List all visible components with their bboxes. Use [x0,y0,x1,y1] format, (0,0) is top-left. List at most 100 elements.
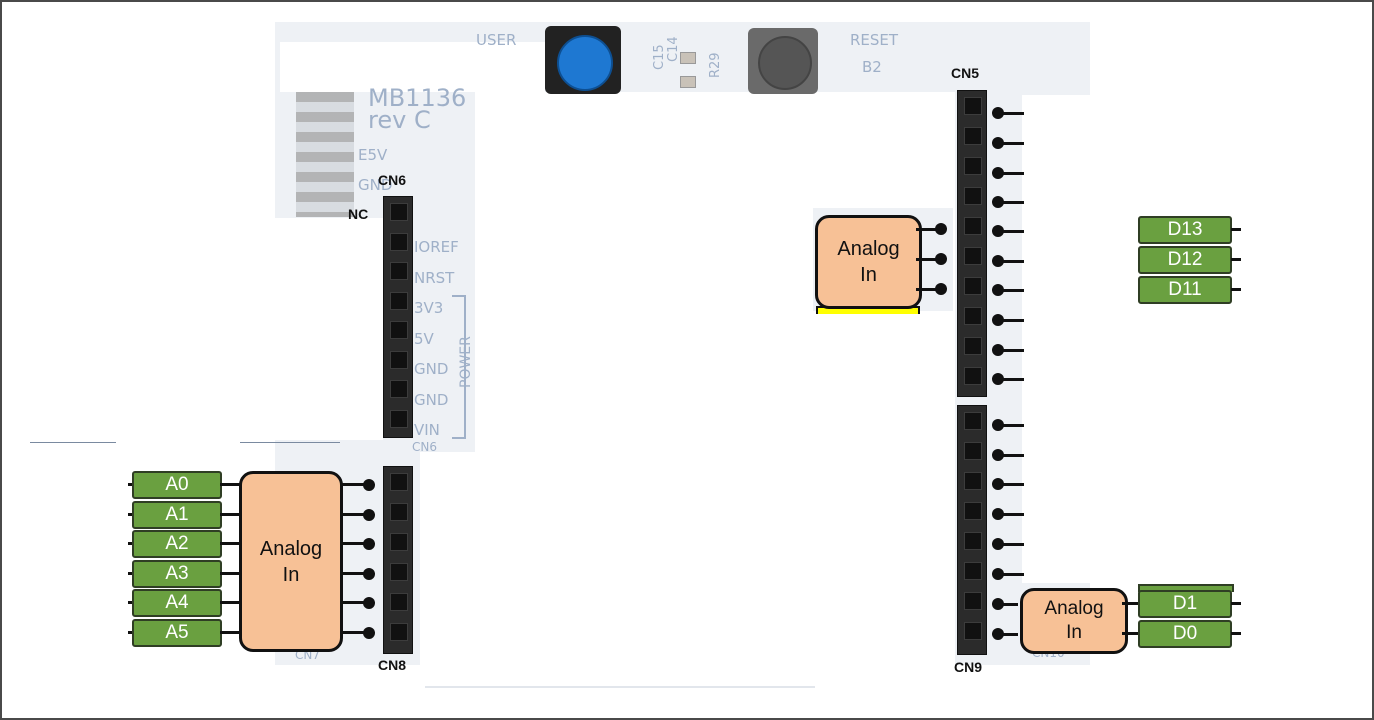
wire [220,631,240,634]
reset-button-cap[interactable] [758,36,812,90]
cn6-sublabel: CN6 [412,440,437,454]
cn5-label: CN5 [951,65,979,81]
header-pin [964,247,982,265]
header-pin [964,592,982,610]
nrst-label: NRST [414,263,459,294]
bottom-shadow-line [425,686,815,688]
cn8-header [383,466,413,654]
analog-in-block-left: Analog In [239,471,343,652]
header-pin [964,472,982,490]
analog-in-label-line1: Analog [260,536,322,562]
user-button[interactable] [545,26,621,94]
header-pin [964,442,982,460]
wire [1000,142,1024,145]
header-pin [390,533,408,551]
cn6-header [383,196,413,438]
header-pin [964,562,982,580]
led-component [680,52,696,64]
header-pin [964,412,982,430]
analog-in-label-line2: In [860,262,877,288]
pin-dot [363,509,375,521]
header-pin [390,473,408,491]
header-pin [964,127,982,145]
wire-stub [1231,602,1241,605]
user-label: USER [476,31,516,49]
header-pin [964,277,982,295]
header-pin [964,307,982,325]
analog-in-label-line2: In [283,562,300,588]
pin-dot [363,538,375,550]
wire [1000,543,1024,546]
header-pin [390,593,408,611]
header-pin [390,563,408,581]
board-left-white-cut [275,218,383,440]
header-pin [964,217,982,235]
wire [1122,602,1138,605]
pin-dot [363,479,375,491]
wire [220,572,240,575]
header-pin [964,157,982,175]
header-pin [390,503,408,521]
pin-label-a3: A3 [132,560,222,588]
pin-dot [363,627,375,639]
wire [1000,483,1024,486]
analog-in-label-line1: Analog [1044,597,1103,621]
nc-label: NC [348,206,368,222]
reset-label: RESET [850,31,898,49]
header-pin [964,97,982,115]
reset-button[interactable] [748,28,818,94]
pin-label-d11: D11 [1138,276,1232,304]
led-component [680,76,696,88]
header-pin [964,532,982,550]
header-pin [964,187,982,205]
wire [1000,172,1024,175]
pin-label-d0: D0 [1138,620,1232,648]
wire [1000,378,1024,381]
cn5-header [957,90,987,397]
wire [1000,573,1024,576]
header-pin [964,502,982,520]
b2-label: B2 [862,58,882,76]
wire [1000,112,1024,115]
wire-stub [1231,228,1241,231]
header-pin [390,233,408,251]
divider-line [240,442,340,443]
header-pin [964,337,982,355]
wire [1000,454,1024,457]
analog-in-block-right-bottom: Analog In [1020,588,1128,654]
cap-label-r29: R29 [708,52,723,78]
wire-stub [1231,632,1241,635]
wire [1000,633,1018,636]
wire [220,483,240,486]
header-pin [390,292,408,310]
cn9-label: CN9 [954,659,982,675]
pin-dot [363,597,375,609]
power-label: POWER [458,336,474,388]
wire [1122,632,1138,635]
header-pin [390,262,408,280]
header-pin [964,622,982,640]
pin-label-a0: A0 [132,471,222,499]
header-pin [964,367,982,385]
pin-label-a4: A4 [132,589,222,617]
board-right-white-patch [1022,95,1132,583]
pin-label-a5: A5 [132,619,222,647]
wire [1000,230,1024,233]
analog-in-block-right-top: Analog In [815,215,922,309]
wire [220,601,240,604]
header-pin [390,623,408,641]
pin-label-d12: D12 [1138,246,1232,274]
pin-label-a2: A2 [132,530,222,558]
wire [1000,201,1024,204]
cap-label-c14: C14 [666,36,681,62]
wire [1000,319,1024,322]
wire [220,513,240,516]
pin-label-d1: D1 [1138,590,1232,618]
header-pin [390,321,408,339]
morpho-pins-left [296,92,354,217]
wire [220,542,240,545]
header-pin [390,380,408,398]
ioref-label: IOREF [414,232,459,263]
user-button-cap[interactable] [557,35,613,91]
header-pin [390,351,408,369]
